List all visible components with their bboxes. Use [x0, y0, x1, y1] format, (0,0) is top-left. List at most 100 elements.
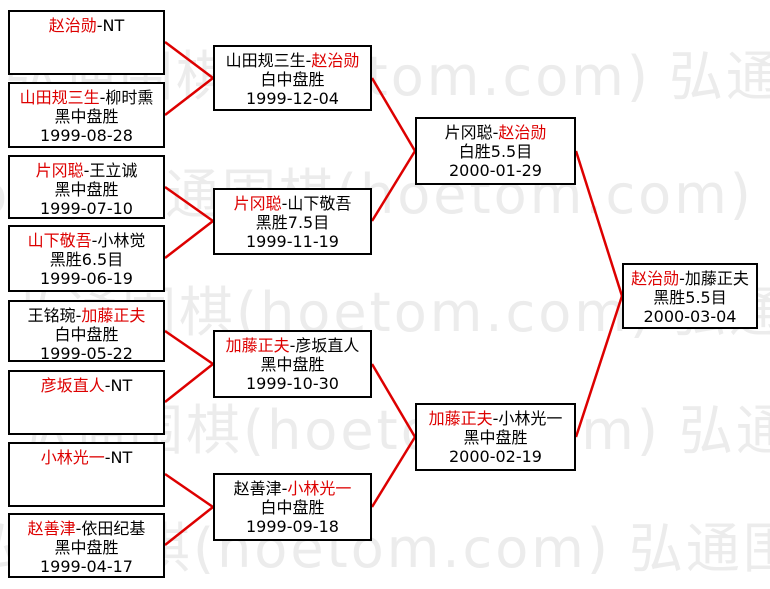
match-date: 1999-12-04	[246, 89, 339, 108]
vs-dash: -	[679, 269, 685, 288]
connector-line	[370, 77, 417, 152]
match-players: 加藤正夫-彦坂直人	[215, 336, 370, 355]
vs-dash: -	[104, 448, 111, 467]
player-1: 加藤正夫	[225, 336, 290, 355]
vs-dash: -	[99, 88, 106, 107]
match-players: 山田规三生-赵治勋	[215, 51, 370, 70]
match-players: 赵善津-小林光一	[215, 479, 370, 498]
match-box-round2-1: 山田规三生-赵治勋 白中盘胜 1999-12-04	[213, 45, 372, 111]
match-result: 黑胜5.5目	[653, 288, 727, 307]
vs-dash: -	[96, 16, 103, 35]
connector-line	[164, 472, 214, 509]
vs-dash: -	[75, 306, 82, 325]
player-1: 赵善津	[233, 479, 282, 498]
player-2: 依田纪基	[81, 519, 146, 538]
vs-dash: -	[83, 161, 90, 180]
match-date: 1999-08-28	[40, 126, 133, 145]
connector-line	[164, 185, 214, 223]
vs-dash: -	[492, 409, 499, 428]
match-date: 1999-09-18	[246, 517, 339, 536]
connector-line	[164, 41, 214, 79]
connector-line	[164, 363, 214, 403]
player-2: 赵治勋	[498, 123, 547, 142]
match-box-round2-3: 加藤正夫-彦坂直人 黑中盘胜 1999-10-30	[213, 330, 372, 398]
connector-line	[164, 506, 214, 546]
player-2: 柳时熏	[105, 88, 154, 107]
match-result: 黑中盘胜	[54, 107, 119, 126]
player-2: 彦坂直人	[295, 336, 360, 355]
match-box-round1-8: 赵善津-依田纪基 黑中盘胜 1999-04-17	[8, 513, 165, 578]
match-date	[10, 414, 163, 433]
match-box-round1-4: 山下敬吾-小林觉 黑胜6.5目 1999-06-19	[8, 225, 165, 292]
player-1: 赵治勋	[48, 16, 97, 35]
match-result: 白中盘胜	[260, 70, 325, 89]
player-2: 加藤正夫	[684, 269, 749, 288]
match-result: 黑中盘胜	[54, 180, 119, 199]
vs-dash: -	[104, 376, 111, 395]
match-result	[10, 467, 163, 486]
vs-dash: -	[305, 51, 312, 70]
player-1: 片冈聪	[233, 194, 282, 213]
player-1: 赵善津	[27, 519, 76, 538]
match-result: 黑中盘胜	[54, 538, 119, 557]
connector-line	[574, 295, 624, 438]
connector-line	[574, 150, 624, 297]
vs-dash: -	[281, 479, 288, 498]
match-players: 赵治勋-加藤正夫	[624, 269, 756, 288]
match-box-round1-7: 小林光一-NT	[8, 442, 165, 507]
vs-dash: -	[289, 336, 296, 355]
match-players: 王铭琬-加藤正夫	[10, 306, 163, 325]
vs-dash: -	[91, 231, 98, 250]
match-date	[10, 54, 163, 73]
match-result	[10, 395, 163, 414]
player-2: NT	[110, 448, 133, 467]
player-1: 小林光一	[40, 448, 105, 467]
player-2: 小林光一	[498, 409, 563, 428]
match-date: 1999-04-17	[40, 557, 133, 576]
match-box-final: 赵治勋-加藤正夫 黑胜5.5目 2000-03-04	[622, 263, 758, 329]
player-2: 赵治勋	[311, 51, 360, 70]
match-players: 赵治勋-NT	[10, 16, 163, 35]
player-1: 王铭琬	[27, 306, 76, 325]
match-result: 黑中盘胜	[463, 428, 528, 447]
match-date: 1999-11-19	[246, 232, 339, 251]
match-box-round2-2: 片冈聪-山下敬吾 黑胜7.5目 1999-11-19	[213, 188, 372, 255]
vs-dash: -	[281, 194, 288, 213]
player-1: 山田规三生	[19, 88, 100, 107]
player-2: 山下敬吾	[287, 194, 352, 213]
player-1: 赵治勋	[631, 269, 680, 288]
connector-line	[164, 77, 214, 116]
match-players: 片冈聪-赵治勋	[417, 123, 574, 142]
match-result	[10, 35, 163, 54]
match-box-semifinal-2: 加藤正夫-小林光一 黑中盘胜 2000-02-19	[415, 403, 576, 471]
match-date: 2000-02-19	[449, 447, 542, 466]
match-result: 黑胜6.5目	[49, 250, 124, 269]
match-result: 白中盘胜	[54, 325, 119, 344]
match-players: 彦坂直人-NT	[10, 376, 163, 395]
match-date: 2000-01-29	[449, 161, 542, 180]
match-date: 1999-06-19	[40, 269, 133, 288]
player-2: 小林光一	[287, 479, 352, 498]
match-box-round1-2: 山田规三生-柳时熏 黑中盘胜 1999-08-28	[8, 82, 165, 148]
player-1: 彦坂直人	[40, 376, 105, 395]
match-players: 片冈聪-王立诚	[10, 161, 163, 180]
connector-line	[164, 220, 214, 259]
player-1: 片冈聪	[35, 161, 84, 180]
match-date: 1999-05-22	[40, 344, 133, 363]
match-box-round1-6: 彦坂直人-NT	[8, 370, 165, 435]
match-players: 山田规三生-柳时熏	[10, 88, 163, 107]
match-result: 白中盘胜	[260, 498, 325, 517]
vs-dash: -	[75, 519, 82, 538]
player-1: 山田规三生	[225, 51, 306, 70]
player-2: 王立诚	[89, 161, 138, 180]
match-players: 加藤正夫-小林光一	[417, 409, 574, 428]
connector-line	[370, 436, 417, 508]
match-date: 1999-07-10	[40, 199, 133, 218]
match-players: 小林光一-NT	[10, 448, 163, 467]
player-2: 加藤正夫	[81, 306, 146, 325]
match-date: 2000-03-04	[643, 307, 737, 326]
match-players: 赵善津-依田纪基	[10, 519, 163, 538]
player-2: NT	[102, 16, 125, 35]
